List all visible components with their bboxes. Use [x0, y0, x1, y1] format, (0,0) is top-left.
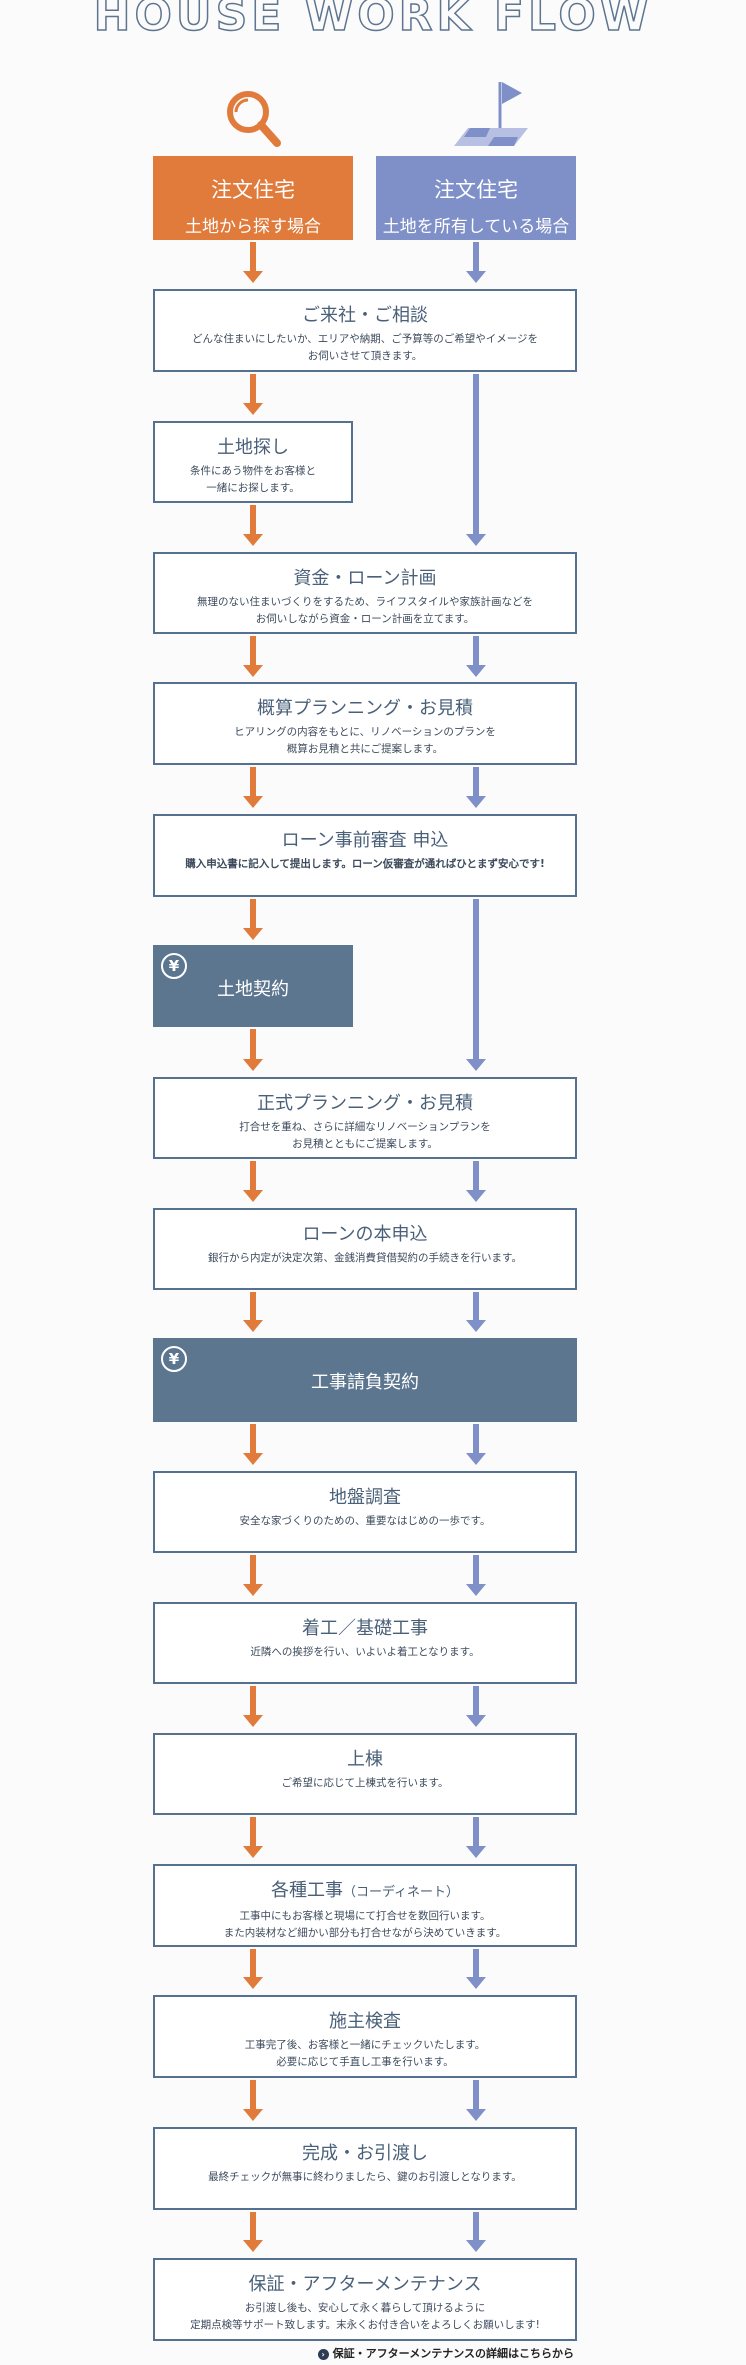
step-framing-desc: ご希望に応じて上棟式を行います。 [281, 1777, 449, 1789]
start-left-box: 注文住宅 土地から探す場合 [153, 156, 353, 240]
step-framing: 上棟 ご希望に応じて上棟式を行います。 [153, 1733, 577, 1815]
arrow-orange [243, 1029, 263, 1071]
arrow-orange [243, 2212, 263, 2252]
arrow-blue [466, 374, 486, 546]
start-left-line1: 注文住宅 [211, 178, 295, 202]
step-various-works: 各種工事（コーディネート） 工事中にもお客様と現場にて打合せを数回行います。また… [153, 1864, 577, 1947]
yen-icon: ¥ [161, 953, 187, 979]
arrow-orange [243, 1817, 263, 1858]
step-rough-planning: 概算プランニング・お見積 ヒアリングの内容をもとに、リノベーションのプランを概算… [153, 682, 577, 765]
step-construction-contract-title: 工事請負契約 [311, 1372, 419, 1393]
step-various-works-desc: 工事中にもお客様と現場にて打合せを数回行います。また内装材など細かい部分も打合せ… [223, 1910, 507, 1939]
start-right-box: 注文住宅 土地を所有している場合 [376, 156, 576, 240]
step-funding-plan-desc: 無理のない住まいづくりをするため、ライフスタイルや家族計画などをお伺いしながら資… [197, 596, 533, 625]
arrow-orange [243, 899, 263, 940]
start-left-line2: 土地から探す場合 [185, 217, 321, 237]
step-warranty: 保証・アフターメンテナンス お引渡し後も、安心して永く暮らして頂けるように定期点… [153, 2258, 577, 2341]
warranty-details-link[interactable]: ›保証・アフターメンテナンスの詳細はこちらから [317, 2345, 574, 2361]
arrow-orange [243, 1161, 263, 1202]
step-owner-inspection-desc: 工事完了後、お客様と一緒にチェックいたします。必要に応じて手直し工事を行います。 [244, 2039, 486, 2068]
arrow-orange [243, 1292, 263, 1332]
step-owner-inspection-title: 施主検査 [329, 2011, 401, 2032]
step-owner-inspection: 施主検査 工事完了後、お客様と一緒にチェックいたします。必要に応じて手直し工事を… [153, 1995, 577, 2078]
start-right-line2: 土地を所有している場合 [382, 217, 570, 237]
arrow-blue [466, 1161, 486, 1202]
step-handover: 完成・お引渡し 最終チェックが無事に終わりましたら、鍵のお引渡しとなります。 [153, 2127, 577, 2210]
arrow-blue [466, 1949, 486, 1989]
arrow-orange [243, 374, 263, 415]
step-consultation-desc: どんな住まいにしたいか、エリアや納期、ご予算等のご希望やイメージをお伺いさせて頂… [191, 333, 539, 362]
step-funding-plan-title: 資金・ローン計画 [293, 568, 437, 589]
arrow-blue [466, 899, 486, 1071]
step-loan-application-title: ローンの本申込 [302, 1224, 428, 1245]
step-loan-prescreen-desc: 購入申込書に記入して提出します。ローン仮審査が通ればひとまず安心です! [185, 858, 545, 870]
step-loan-application-desc: 銀行から内定が決定次第、金銭消費貸借契約の手続きを行います。 [208, 1252, 522, 1264]
step-rough-planning-desc: ヒアリングの内容をもとに、リノベーションのプランを概算お見積と共にご提案します。 [234, 726, 496, 755]
arrow-orange [243, 242, 263, 283]
step-various-works-title: 各種工事（コーディネート） [270, 1880, 460, 1901]
step-loan-application: ローンの本申込 銀行から内定が決定次第、金銭消費貸借契約の手続きを行います。 [153, 1208, 577, 1290]
step-handover-title: 完成・お引渡し [302, 2143, 428, 2164]
arrow-orange [243, 1424, 263, 1465]
step-land-search-desc: 条件にあう物件をお客様と一緒にお探します。 [190, 465, 316, 494]
arrow-blue [466, 2212, 486, 2252]
step-land-contract-title: 土地契約 [217, 979, 289, 1000]
arrow-orange [243, 505, 263, 546]
step-groundbreaking-desc: 近隣への挨拶を行い、いよいよ着工となります。 [250, 1646, 480, 1658]
step-land-search: 土地探し 条件にあう物件をお客様と一緒にお探します。 [153, 421, 353, 503]
step-funding-plan: 資金・ローン計画 無理のない住まいづくりをするため、ライフスタイルや家族計画など… [153, 552, 577, 634]
step-land-search-title: 土地探し [217, 437, 289, 458]
step-formal-planning-desc: 打合せを重ね、さらに詳細なリノベーションプランをお見積とともにご提案します。 [239, 1121, 491, 1150]
step-rough-planning-title: 概算プランニング・お見積 [257, 698, 473, 719]
step-land-contract: ¥ 土地契約 [153, 945, 353, 1027]
arrow-blue [466, 767, 486, 808]
chevron-right-icon: › [317, 2348, 329, 2360]
arrow-blue [466, 1555, 486, 1596]
arrow-blue [466, 1424, 486, 1465]
arrow-blue [466, 2080, 486, 2121]
arrow-orange [243, 767, 263, 808]
yen-icon: ¥ [161, 1346, 187, 1372]
step-ground-survey-desc: 安全な家づくりのための、重要なはじめの一歩です。 [239, 1515, 491, 1527]
step-consultation-title: ご来社・ご相談 [302, 305, 428, 326]
step-formal-planning: 正式プランニング・お見積 打合せを重ね、さらに詳細なリノベーションプランをお見積… [153, 1077, 577, 1159]
step-construction-contract: ¥ 工事請負契約 [153, 1338, 577, 1422]
step-consultation: ご来社・ご相談 どんな住まいにしたいか、エリアや納期、ご予算等のご希望やイメージ… [153, 289, 577, 372]
step-ground-survey: 地盤調査 安全な家づくりのための、重要なはじめの一歩です。 [153, 1471, 577, 1553]
step-loan-prescreen-title: ローン事前審査 申込 [281, 830, 449, 851]
page-title: HOUSE WORK FLOW [93, 0, 653, 42]
arrow-blue [466, 636, 486, 677]
step-groundbreaking-title: 着工／基礎工事 [302, 1618, 428, 1639]
step-groundbreaking: 着工／基礎工事 近隣への挨拶を行い、いよいよ着工となります。 [153, 1602, 577, 1684]
arrow-orange [243, 1686, 263, 1727]
step-warranty-title: 保証・アフターメンテナンス [248, 2274, 482, 2295]
step-formal-planning-title: 正式プランニング・お見積 [257, 1093, 473, 1114]
start-right-line1: 注文住宅 [434, 178, 518, 202]
arrow-blue [466, 1686, 486, 1727]
arrow-orange [243, 1555, 263, 1596]
step-warranty-desc: お引渡し後も、安心して永く暮らして頂けるように定期点検等サポート致します。末永く… [190, 2302, 540, 2331]
arrow-orange [243, 636, 263, 677]
step-framing-title: 上棟 [347, 1749, 383, 1770]
step-handover-desc: 最終チェックが無事に終わりましたら、鍵のお引渡しとなります。 [208, 2171, 522, 2183]
arrow-orange [243, 2080, 263, 2121]
arrow-blue [466, 242, 486, 283]
arrow-orange [243, 1949, 263, 1989]
step-loan-prescreen: ローン事前審査 申込 購入申込書に記入して提出します。ローン仮審査が通ればひとま… [153, 814, 577, 897]
step-ground-survey-title: 地盤調査 [329, 1487, 401, 1508]
arrow-blue [466, 1292, 486, 1332]
arrow-blue [466, 1817, 486, 1858]
